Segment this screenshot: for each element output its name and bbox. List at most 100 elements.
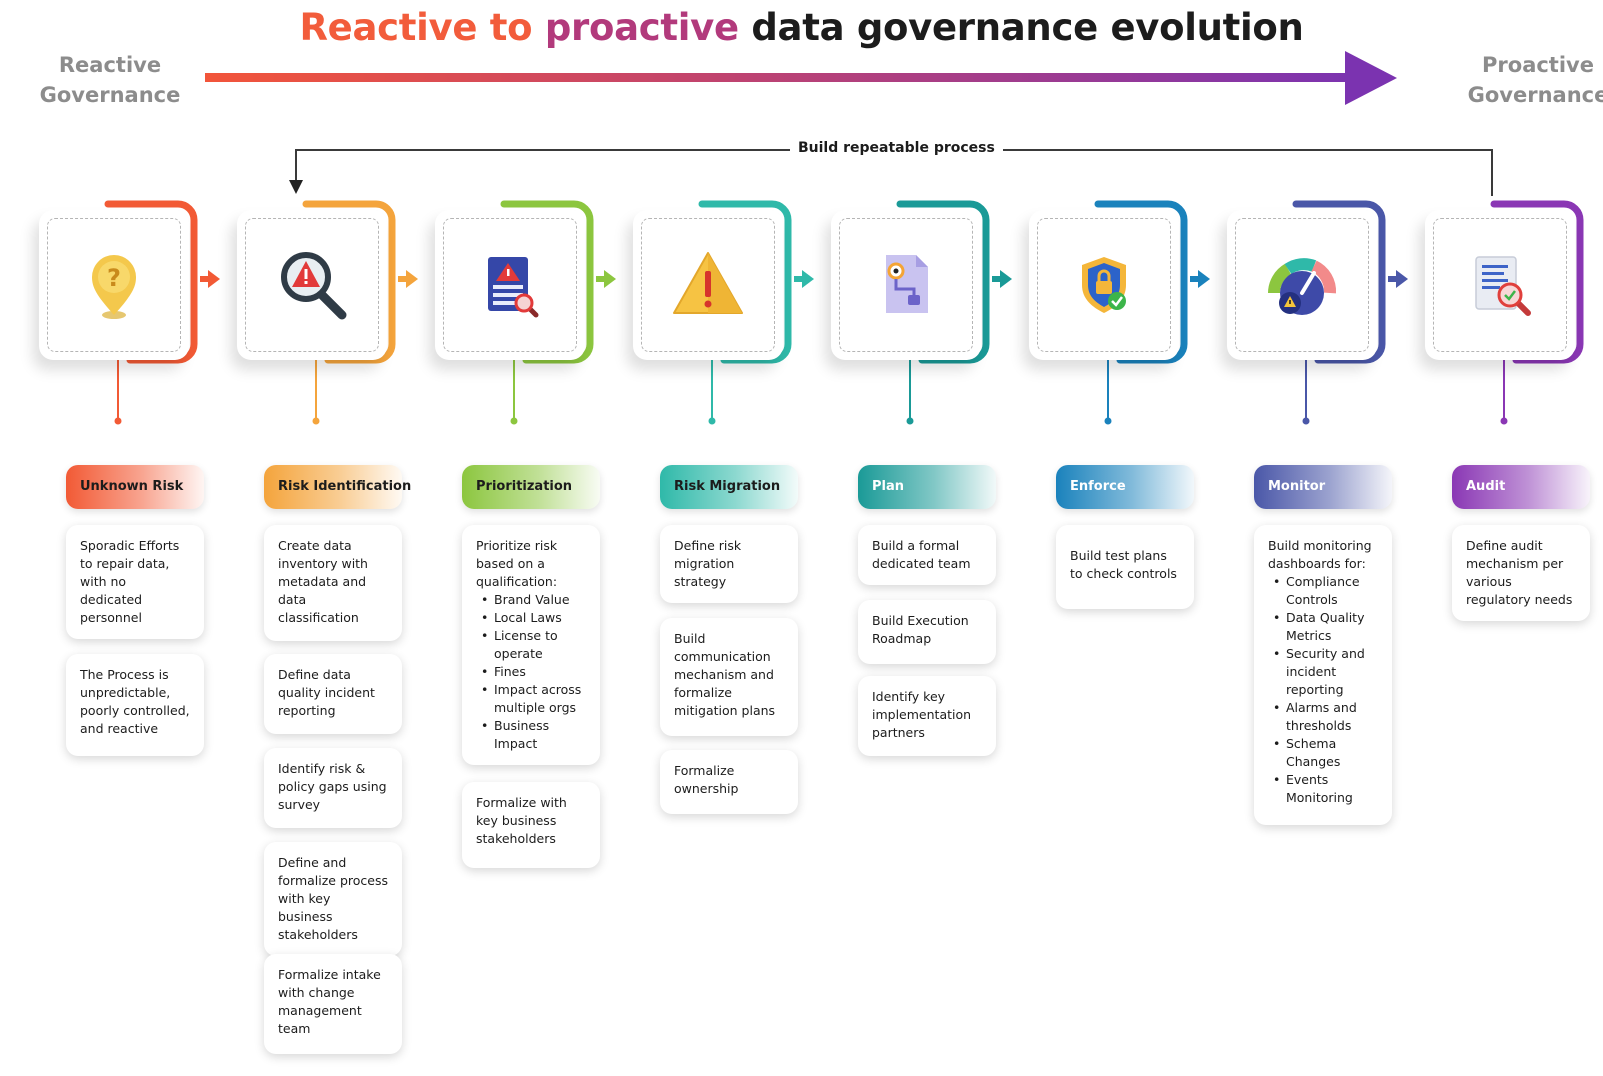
stage-frame bbox=[302, 200, 396, 425]
svg-text:?: ? bbox=[107, 264, 121, 292]
title-part-3: data governance evolution bbox=[751, 6, 1304, 49]
stage-card bbox=[237, 210, 387, 360]
stage-card-inner bbox=[245, 218, 379, 352]
stage-label-enforce: Enforce bbox=[1056, 465, 1194, 509]
description-text: Define data quality incident reporting bbox=[278, 667, 375, 718]
stage-monitor bbox=[1218, 200, 1408, 440]
description-text: The Process is unpredictable, poorly con… bbox=[80, 667, 190, 736]
description-text: Identify risk & policy gaps using survey bbox=[278, 761, 387, 812]
reactive-governance-label: Reactive Governance bbox=[39, 53, 181, 107]
magnifier-alert-icon bbox=[272, 245, 352, 325]
stage-card-inner bbox=[443, 218, 577, 352]
stage-label-audit: Audit bbox=[1452, 465, 1590, 509]
stage-unknown-risk: ? bbox=[30, 200, 220, 440]
bullet-item: Impact across multiple orgs bbox=[476, 681, 586, 717]
stage-card bbox=[633, 210, 783, 360]
stage-card bbox=[1425, 210, 1575, 360]
title-part-2: proactive bbox=[544, 6, 739, 49]
bullet-item: Business Impact bbox=[476, 717, 586, 753]
connector-arrow bbox=[596, 270, 616, 288]
stage-risk-identification bbox=[228, 200, 418, 440]
description-text: Define and formalize process with key bu… bbox=[278, 855, 389, 942]
stage-label-monitor: Monitor bbox=[1254, 465, 1392, 509]
bullet-item: Local Laws bbox=[476, 609, 586, 627]
description-text: Define audit mechanism per various regul… bbox=[1466, 538, 1573, 607]
description-box: Build communication mechanism and formal… bbox=[660, 618, 798, 736]
connector-arrow bbox=[794, 270, 814, 288]
description-box: Build a formal dedicated team bbox=[858, 525, 996, 585]
description-text: Build monitoring dashboards for: bbox=[1268, 538, 1372, 571]
stage-plan bbox=[822, 200, 1012, 440]
stage-enforce bbox=[1020, 200, 1210, 440]
page-title: Reactive to proactive data governance ev… bbox=[0, 6, 1603, 49]
stage-card: ? bbox=[39, 210, 189, 360]
stage-audit bbox=[1416, 200, 1586, 440]
description-box: Create data inventory with metadata and … bbox=[264, 525, 402, 641]
description-box: Formalize ownership bbox=[660, 750, 798, 814]
description-text: Sporadic Efforts to repair data, with no… bbox=[80, 538, 180, 625]
stage-label-unknown-risk: Unknown Risk bbox=[66, 465, 204, 509]
description-box: Build monitoring dashboards for:Complian… bbox=[1254, 525, 1392, 825]
bullet-item: Events Monitoring bbox=[1268, 771, 1378, 807]
stage-card bbox=[831, 210, 981, 360]
bullet-item: Data Quality Metrics bbox=[1268, 609, 1378, 645]
bullet-item: Compliance Controls bbox=[1268, 573, 1378, 609]
description-box: Sporadic Efforts to repair data, with no… bbox=[66, 525, 204, 639]
description-text: Identify key implementation partners bbox=[872, 689, 972, 740]
description-box: Formalize intake with change management … bbox=[264, 954, 402, 1054]
stage-label-risk-identification: Risk Identification bbox=[264, 465, 411, 509]
description-text: Define risk migration strategy bbox=[674, 538, 742, 589]
stage-card-inner bbox=[641, 218, 775, 352]
description-text: Formalize ownership bbox=[674, 763, 739, 796]
description-text: Build Execution Roadmap bbox=[872, 613, 969, 646]
title-part-1: Reactive to bbox=[299, 6, 533, 49]
stage-card bbox=[1227, 210, 1377, 360]
stage-card bbox=[435, 210, 585, 360]
description-box: Define data quality incident reporting bbox=[264, 654, 402, 734]
stage-label-risk-migration: Risk Migration bbox=[660, 465, 798, 509]
description-box: Build test plans to check controls bbox=[1056, 525, 1194, 609]
bullet-item: Fines bbox=[476, 663, 586, 681]
shield-lock-icon bbox=[1064, 245, 1144, 325]
stage-frame bbox=[698, 200, 792, 425]
description-box: Define and formalize process with key bu… bbox=[264, 842, 402, 956]
stage-label-prioritization: Prioritization bbox=[462, 465, 600, 509]
stage-frame bbox=[896, 200, 990, 425]
bullet-item: Security and incident reporting bbox=[1268, 645, 1378, 699]
description-text: Formalize with key business stakeholders bbox=[476, 795, 567, 846]
question-pin-icon: ? bbox=[74, 245, 154, 325]
stage-frame bbox=[1094, 200, 1188, 425]
connector-arrow bbox=[1190, 270, 1210, 288]
stage-frame bbox=[1490, 200, 1584, 425]
plan-document-icon bbox=[866, 245, 946, 325]
connector-arrow bbox=[398, 270, 418, 288]
stage-card-inner bbox=[1235, 218, 1369, 352]
repeatable-process-loop bbox=[289, 149, 1493, 196]
evolution-arrow bbox=[205, 51, 1397, 105]
bullet-item: License to operate bbox=[476, 627, 586, 663]
description-text: Build communication mechanism and formal… bbox=[674, 631, 776, 718]
description-box: Define audit mechanism per various regul… bbox=[1452, 525, 1590, 621]
description-box: Identify risk & policy gaps using survey bbox=[264, 748, 402, 828]
description-text: Build a formal dedicated team bbox=[872, 538, 971, 571]
description-text: Formalize intake with change management … bbox=[278, 967, 381, 1036]
connector-arrow bbox=[200, 270, 220, 288]
warning-triangle-icon bbox=[668, 245, 748, 325]
stage-label-plan: Plan bbox=[858, 465, 996, 509]
connector-arrow bbox=[992, 270, 1012, 288]
description-box: Formalize with key business stakeholders bbox=[462, 782, 600, 868]
audit-document-icon bbox=[1460, 245, 1540, 325]
gauge-alert-icon bbox=[1262, 245, 1342, 325]
stage-card-inner bbox=[839, 218, 973, 352]
bullet-item: Alarms and thresholds bbox=[1268, 699, 1378, 735]
connector-arrow bbox=[1388, 270, 1408, 288]
stage-risk-migration bbox=[624, 200, 814, 440]
description-text: Prioritize risk based on a qualification… bbox=[476, 538, 558, 589]
bullet-item: Schema Changes bbox=[1268, 735, 1378, 771]
description-box: Define risk migration strategy bbox=[660, 525, 798, 603]
description-box: The Process is unpredictable, poorly con… bbox=[66, 654, 204, 756]
stage-frame bbox=[500, 200, 594, 425]
description-text: Create data inventory with metadata and … bbox=[278, 538, 368, 625]
stage-card-inner bbox=[47, 218, 181, 352]
description-box: Prioritize risk based on a qualification… bbox=[462, 525, 600, 765]
